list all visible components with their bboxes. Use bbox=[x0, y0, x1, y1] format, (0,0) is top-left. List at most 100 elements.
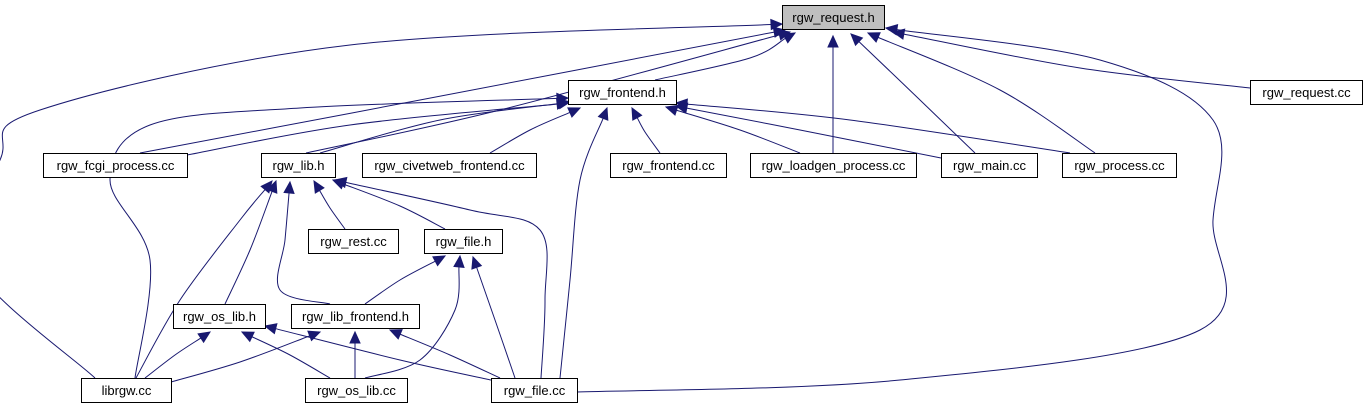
edge-rgw_os_lib_cc-to-rgw_file_h bbox=[364, 254, 465, 379]
edge-arrowhead bbox=[260, 180, 273, 194]
node-rgw-loadgen-process-cc[interactable]: rgw_loadgen_process.cc bbox=[750, 153, 917, 178]
node-label: rgw_os_lib.cc bbox=[317, 383, 396, 398]
edge-line bbox=[559, 118, 604, 379]
node-box bbox=[261, 153, 336, 178]
node-label: rgw_request.h bbox=[792, 10, 874, 25]
edge-line bbox=[139, 31, 775, 154]
edge-line bbox=[251, 336, 331, 379]
edge-line bbox=[686, 107, 942, 159]
edge-arrowhead bbox=[349, 330, 361, 344]
edge-arrowhead bbox=[850, 33, 864, 47]
edge-line bbox=[576, 29, 1227, 393]
edge-rgw_frontend_cc-to-rgw_frontend_h bbox=[631, 106, 661, 154]
edge-arrowhead bbox=[674, 98, 688, 110]
node-rgw-file-cc[interactable]: rgw_file.cc bbox=[491, 378, 578, 403]
edge-rgw_process_cc-to-rgw_frontend_h bbox=[674, 98, 1071, 154]
edge-arrowhead bbox=[770, 18, 784, 31]
node-rgw-lib-frontend-h[interactable]: rgw_lib_frontend.h bbox=[291, 304, 420, 329]
edge-rgw_fcgi_process_cc-to-rgw_request_h bbox=[139, 26, 787, 154]
edge-line bbox=[275, 328, 492, 381]
edge-arrowhead bbox=[597, 106, 609, 121]
node-box bbox=[81, 378, 172, 403]
edge-rgw_rest_cc-to-rgw_lib_h bbox=[313, 179, 346, 230]
node-box bbox=[1250, 80, 1363, 105]
node-box bbox=[424, 229, 503, 254]
node-label: rgw_os_lib.h bbox=[183, 309, 256, 324]
edge-arrowhead bbox=[263, 323, 278, 335]
node-rgw-os-lib-h[interactable]: rgw_os_lib.h bbox=[173, 304, 266, 329]
edge-line bbox=[676, 109, 801, 154]
edge-arrowhead bbox=[432, 255, 447, 267]
edge-librgw_cc-to-rgw_frontend_h bbox=[109, 92, 570, 379]
edge-line bbox=[135, 189, 266, 379]
node-box bbox=[610, 153, 727, 178]
node-rgw-fcgi-process-cc[interactable]: rgw_fcgi_process.cc bbox=[43, 153, 188, 178]
edge-rgw_process_cc-to-rgw_request_h bbox=[866, 32, 1096, 154]
node-label: rgw_main.cc bbox=[953, 158, 1026, 173]
node-label: rgw_lib.h bbox=[272, 158, 324, 173]
edge-line bbox=[224, 191, 273, 305]
edge-rgw_os_lib_h-to-rgw_lib_h bbox=[224, 179, 278, 305]
edge-rgw_lib_h-to-rgw_frontend_h bbox=[319, 97, 572, 154]
edge-arrowhead bbox=[567, 107, 582, 118]
node-box bbox=[568, 80, 677, 105]
edge-line bbox=[109, 97, 558, 379]
node-label: rgw_fcgi_process.cc bbox=[57, 158, 175, 173]
node-rgw-rest-cc[interactable]: rgw_rest.cc bbox=[308, 229, 399, 254]
edge-arrowhead bbox=[313, 179, 325, 194]
node-label: rgw_rest.cc bbox=[320, 234, 387, 249]
node-label: rgw_file.h bbox=[436, 234, 492, 249]
edge-arrowhead bbox=[283, 180, 295, 194]
node-layer: rgw_request.h rgw_frontend.h rgw_request.c… bbox=[43, 5, 1363, 403]
node-rgw-file-h[interactable]: rgw_file.h bbox=[424, 229, 503, 254]
edge-arrowhead bbox=[240, 331, 255, 343]
node-box bbox=[362, 153, 537, 178]
edge-arrowhead bbox=[631, 106, 643, 121]
edge-line bbox=[170, 335, 310, 383]
node-box bbox=[173, 304, 266, 329]
node-rgw-request-h[interactable]: rgw_request.h bbox=[782, 5, 885, 30]
node-box bbox=[941, 153, 1038, 178]
edge-line bbox=[343, 183, 446, 230]
edge-librgw_cc-to-rgw_lib_frontend_h bbox=[170, 330, 322, 383]
edge-arrowhead bbox=[388, 329, 403, 340]
node-box bbox=[43, 153, 188, 178]
edge-layer bbox=[0, 18, 1251, 393]
node-rgw-request-cc[interactable]: rgw_request.cc bbox=[1250, 80, 1363, 105]
edge-arrowhead bbox=[307, 330, 322, 342]
edge-line bbox=[276, 192, 331, 305]
node-rgw-lib-h[interactable]: rgw_lib.h bbox=[261, 153, 336, 178]
node-rgw-frontend-cc[interactable]: rgw_frontend.cc bbox=[610, 153, 727, 178]
edge-rgw_os_lib_cc-to-rgw_os_lib_h bbox=[240, 331, 331, 379]
node-box bbox=[308, 229, 399, 254]
edge-rgw_civetweb_frontend_cc-to-rgw_frontend_h bbox=[489, 107, 582, 154]
edge-rgw_file_cc-to-rgw_os_lib_h bbox=[263, 323, 492, 381]
node-librgw-cc[interactable]: librgw.cc bbox=[81, 378, 172, 403]
node-rgw-process-cc[interactable]: rgw_process.cc bbox=[1062, 153, 1177, 178]
edge-rgw_request_cc-to-rgw_request_h bbox=[891, 28, 1251, 89]
edge-line bbox=[877, 36, 1096, 154]
node-rgw-frontend-h[interactable]: rgw_frontend.h bbox=[568, 80, 677, 105]
node-label: librgw.cc bbox=[102, 383, 152, 398]
edge-line bbox=[319, 190, 346, 230]
edge-rgw_os_lib_cc-to-rgw_lib_frontend_h bbox=[349, 330, 361, 378]
edge-rgw_file_cc-to-rgw_lib_frontend_h bbox=[388, 329, 501, 379]
node-label: rgw_request.cc bbox=[1262, 85, 1351, 100]
edge-rgw_file_cc-to-rgw_lib_h bbox=[333, 176, 548, 379]
node-rgw-civetweb-frontend-cc[interactable]: rgw_civetweb_frontend.cc bbox=[362, 153, 537, 178]
edge-rgw_frontend_h-to-rgw_request_h bbox=[654, 32, 797, 81]
edge-rgw_loadgen_process_cc-to-rgw_request_h bbox=[827, 34, 839, 154]
node-rgw-os-lib-cc[interactable]: rgw_os_lib.cc bbox=[305, 378, 408, 403]
edge-librgw_cc-to-rgw_request_h bbox=[0, 18, 784, 379]
edge-rgw_main_cc-to-rgw_frontend_h bbox=[674, 102, 942, 159]
edge-rgw_file_cc-to-rgw_frontend_h bbox=[559, 106, 609, 379]
edge-rgw_lib_frontend_h-to-rgw_lib_h bbox=[276, 180, 331, 305]
node-rgw-main-cc[interactable]: rgw_main.cc bbox=[941, 153, 1038, 178]
node-label: rgw_frontend.cc bbox=[622, 158, 715, 173]
node-box bbox=[782, 5, 885, 30]
node-box bbox=[1062, 153, 1177, 178]
edge-rgw_lib_frontend_h-to-rgw_file_h bbox=[364, 255, 447, 305]
edge-rgw_file_h-to-rgw_lib_h bbox=[331, 178, 446, 230]
edge-line bbox=[305, 34, 780, 154]
